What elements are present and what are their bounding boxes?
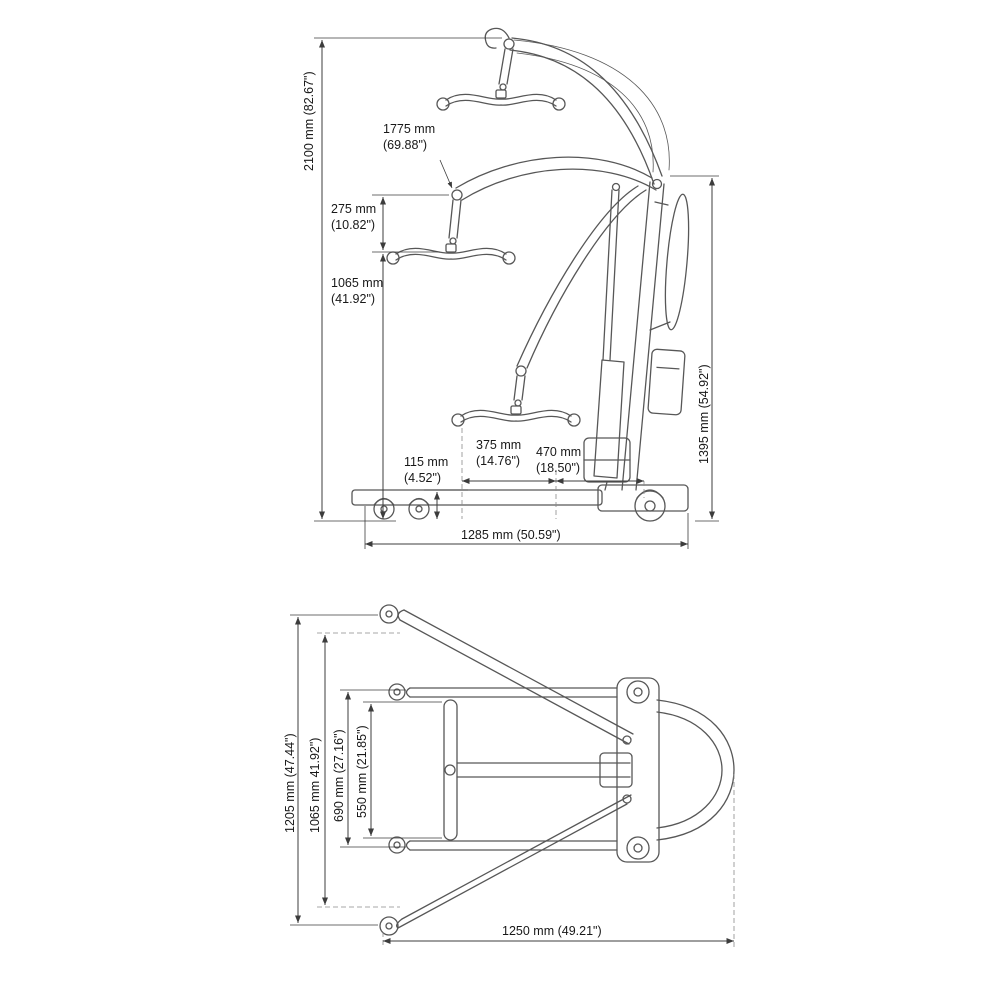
push-handle-top (656, 699, 735, 841)
dim-label-550: 550 mm (21.85") (355, 725, 369, 818)
dim-label-115: 115 mm (4.52") (404, 455, 448, 486)
dim-115-in: (4.52") (404, 470, 442, 485)
side-view-drawing (351, 27, 690, 522)
dim-label-375: 375 mm (14.76") (476, 438, 521, 469)
leg-hinge (622, 794, 632, 804)
dim-label-1250: 1250 mm (49.21") (502, 924, 602, 938)
lifting-hook (484, 27, 510, 49)
dim-leader-1775 (439, 159, 453, 189)
dim-label-690: 690 mm (27.16") (332, 729, 346, 822)
dim-label-1285: 1285 mm (50.59") (461, 528, 561, 542)
dim-1775-mm: 1775 mm (383, 122, 436, 136)
dim-470-in: (18.50") (536, 460, 581, 475)
dim-label-470: 470 mm (18.50") (536, 445, 581, 476)
dim-115-mm: 115 mm (404, 455, 449, 469)
chassis (616, 677, 660, 863)
dim-label-1205: 1205 mm (47.44") (283, 733, 297, 833)
dim-label-1065: 1065 mm (41.92") (331, 276, 383, 307)
push-handle-side (649, 193, 690, 331)
base-and-casters (351, 484, 689, 522)
dim-470-mm: 470 mm (536, 445, 582, 459)
dim-label-2100: 2100 mm (82.67") (302, 71, 316, 171)
dim-375-mm: 375 mm (476, 438, 522, 452)
leg-hinge (622, 735, 632, 745)
dim-label-275: 275 mm (10.82") (331, 202, 376, 233)
dim-275-in: (10.82") (331, 217, 376, 232)
rear-caster-wheel (634, 490, 666, 522)
control-box (647, 348, 686, 416)
dim-label-1065-top: 1065 mm 41.92") (308, 737, 322, 833)
dim-label-1775: 1775 mm (69.88") (383, 122, 435, 153)
dim-1775-in: (69.88") (383, 137, 428, 152)
dim-1065-mm: 1065 mm (331, 276, 384, 290)
dim-275-mm: 275 mm (331, 202, 377, 216)
actuator (583, 182, 631, 491)
top-view-dimension-lines (290, 614, 735, 947)
dim-label-1395: 1395 mm (54.92") (697, 364, 711, 464)
legs-parallel (388, 683, 618, 854)
top-view-drawing (379, 604, 735, 936)
legs-spread (379, 604, 634, 936)
boom-and-spreader-top (443, 699, 633, 841)
side-view-dimension-lines (314, 37, 719, 549)
dim-375-in: (14.76") (476, 453, 521, 468)
boom-positions (448, 27, 663, 407)
dim-1065-in: (41.92") (331, 291, 376, 306)
spreader-bar-top (443, 699, 458, 841)
mast (621, 178, 665, 491)
boom-pivot (651, 178, 663, 190)
boom-travel-arcs (513, 39, 670, 173)
mast-top (599, 752, 633, 788)
